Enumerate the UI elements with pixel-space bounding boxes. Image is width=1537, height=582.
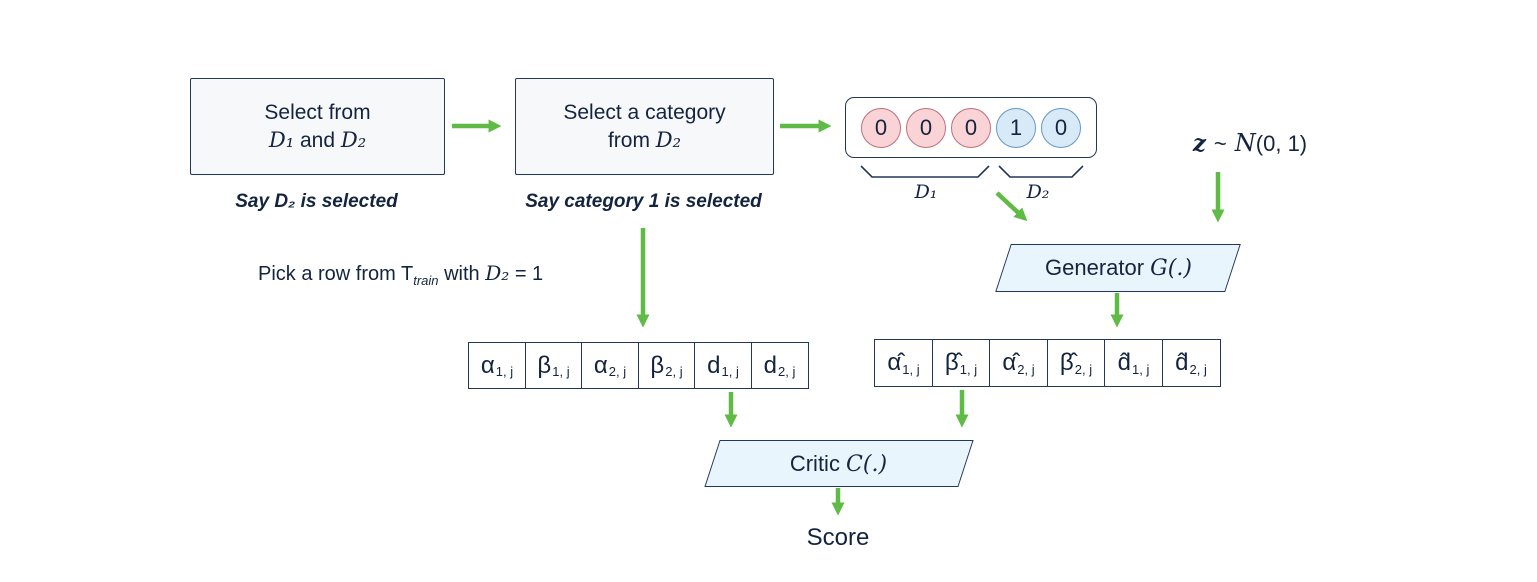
- noise-expression: z ~ N(0, 1): [1140, 129, 1360, 157]
- select-category-line2: from D₂: [608, 127, 681, 154]
- d2-group-label: D₂: [1026, 181, 1050, 203]
- critic-label: Critic C(.): [790, 451, 887, 477]
- select-category-box: Select a category from D₂: [515, 78, 774, 175]
- d2-var: D₂: [340, 127, 367, 152]
- z-var: z: [1192, 130, 1206, 157]
- pick-row-label: Pick a row from Ttrain with D₂ = 1: [258, 261, 620, 288]
- cond-bit-4: 1: [996, 107, 1036, 148]
- cell-base: α: [480, 351, 495, 379]
- generated-cell-5: d̂1, j: [1104, 339, 1163, 387]
- score-label: Score: [806, 524, 870, 551]
- d2-var: D₂: [485, 261, 510, 285]
- generated-cell-2: β̂1, j: [931, 339, 991, 387]
- cell-base: d̂: [1117, 349, 1131, 376]
- brace-d2: [998, 165, 1084, 178]
- cell-sub: 2, j: [1017, 361, 1035, 377]
- from-text: from: [607, 128, 656, 152]
- cell-sub: 2, j: [608, 364, 627, 379]
- cell-base: α̂: [887, 349, 902, 376]
- generated-cell-3: α̂2, j: [989, 339, 1048, 387]
- cell-sub: 1, j: [495, 364, 514, 379]
- train-subscript: train: [413, 273, 439, 288]
- critic-block: Critic C(.): [704, 440, 974, 487]
- n-symbol: N: [1234, 129, 1256, 157]
- generated-row: α̂1, j β̂1, j α̂2, j β̂2, j d̂1, j d̂2, …: [874, 339, 1221, 387]
- select-dataset-line1: Select from: [264, 101, 371, 125]
- g-args: (.): [1167, 256, 1192, 281]
- pick-row-mid: with: [438, 263, 486, 285]
- cell-base: d̂: [1175, 349, 1189, 376]
- pick-row-pre: Pick a row from T: [258, 263, 414, 285]
- generated-cell-6: d̂2, j: [1161, 339, 1221, 387]
- cell-sub: 1, j: [959, 361, 978, 377]
- cond-bit-1: 0: [861, 107, 901, 148]
- g-symbol: G: [1149, 256, 1168, 281]
- cell-sub: 2, j: [1189, 361, 1207, 377]
- cell-sub: 1, j: [721, 364, 739, 379]
- cond-bit-3: 0: [951, 107, 991, 148]
- brace-d1: [860, 165, 990, 178]
- cell-sub: 2, j: [778, 364, 796, 379]
- critic-text: Critic: [790, 450, 847, 476]
- d1-group-label: D₁: [914, 181, 938, 203]
- cell-sub: 1, j: [902, 361, 920, 377]
- cell-base: β̂: [1059, 349, 1074, 376]
- cell-sub: 1, j: [552, 364, 570, 379]
- cond-bit-5: 0: [1041, 107, 1081, 148]
- cond-bit-2: 0: [906, 107, 946, 148]
- pick-row-eq: = 1: [509, 263, 544, 285]
- generated-cell-1: α̂1, j: [874, 339, 933, 387]
- select-dataset-line2: D₁ and D₂: [269, 127, 366, 154]
- cell-sub: 2, j: [1074, 361, 1093, 377]
- c-args: (.): [863, 451, 888, 477]
- select-dataset-caption: Say D₂ is selected: [235, 191, 398, 212]
- dist-args: (0, 1): [1255, 131, 1308, 156]
- cell-sub: 2, j: [665, 364, 683, 379]
- generator-label: Generator G(.): [1045, 255, 1192, 281]
- generated-cell-4: β̂2, j: [1046, 339, 1106, 387]
- and-text: and: [294, 128, 341, 152]
- c-symbol: C: [846, 451, 864, 477]
- cell-base: β: [537, 351, 552, 379]
- tilde: ~: [1213, 131, 1227, 156]
- generator-text: Generator: [1044, 255, 1150, 280]
- generator-block: Generator G(.): [995, 244, 1241, 292]
- normal-distribution: N(0, 1): [1235, 129, 1307, 157]
- d2-var: D₂: [655, 127, 682, 152]
- conditional-vector: 0 0 0 1 0: [845, 97, 1097, 158]
- cell-base: β̂: [944, 349, 959, 376]
- cell-base: d: [763, 351, 777, 379]
- d1-var: D₁: [268, 127, 295, 152]
- cell-base: d: [707, 351, 721, 379]
- cell-base: α: [593, 351, 608, 379]
- select-dataset-box: Select from D₁ and D₂: [190, 78, 445, 175]
- cell-base: α̂: [1002, 349, 1017, 376]
- cell-sub: 1, j: [1132, 361, 1150, 377]
- cell-base: β: [650, 351, 665, 379]
- select-category-caption: Say category 1 is selected: [525, 191, 762, 212]
- select-category-line1: Select a category: [563, 101, 726, 125]
